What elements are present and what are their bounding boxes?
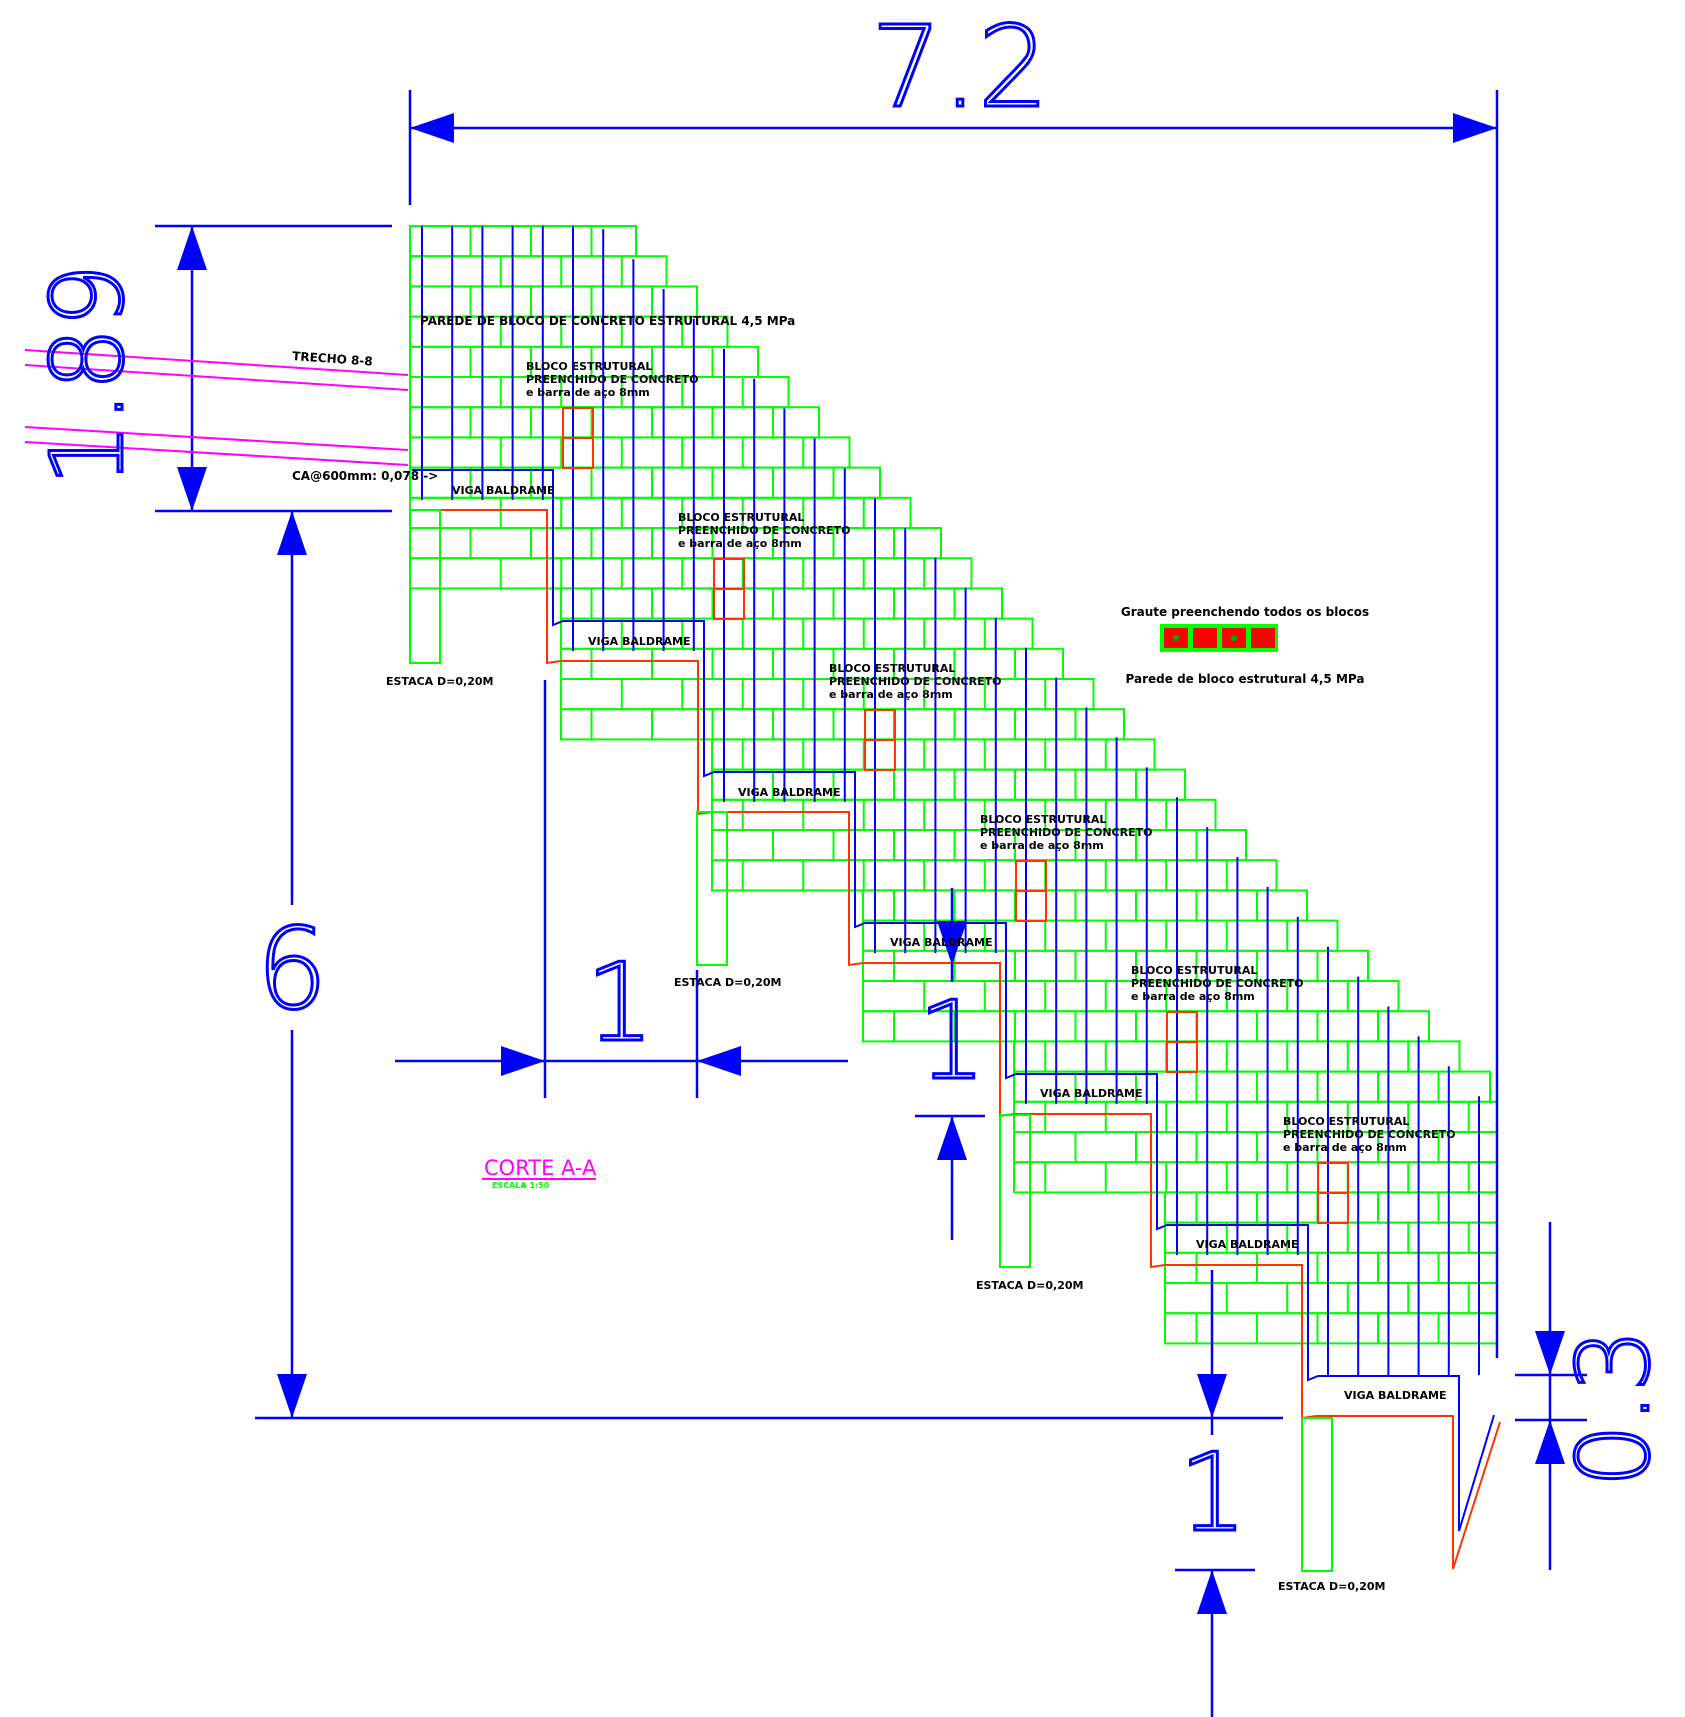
svg-text:PREENCHIDO DE CONCRETO: PREENCHIDO DE CONCRETO [980,826,1152,839]
block-course [1164,1251,1498,1285]
svg-text:BLOCO ESTRUTURAL: BLOCO ESTRUTURAL [980,813,1106,826]
viga-label: VIGA BALDRAME [890,936,992,949]
estaca-pile [696,811,728,966]
svg-text:BLOCO ESTRUTURAL: BLOCO ESTRUTURAL [526,360,652,373]
svg-text:PREENCHIDO DE CONCRETO: PREENCHIDO DE CONCRETO [829,675,1001,688]
svg-text:PREENCHIDO DE CONCRETO: PREENCHIDO DE CONCRETO [526,373,698,386]
grouted-cells-layer [562,407,1349,1224]
svg-text:BLOCO ESTRUTURAL: BLOCO ESTRUTURAL [678,511,804,524]
dim-top-arrow-right [1453,113,1497,143]
section-title: CORTE A-A [484,1156,597,1180]
block-course [1164,1312,1498,1345]
bloco-callout: BLOCO ESTRUTURAL PREENCHIDO DE CONCRETO … [526,360,698,399]
dim-left-big-arrow-up [277,511,307,555]
pile-layer [409,509,1333,1572]
estaca-label: ESTACA D=0,20M [1278,1580,1385,1593]
dim-b-arrow-bottom [1197,1570,1227,1614]
dim-top-arrow-left [410,113,454,143]
block-course [409,557,973,590]
dim-r-arrow-bottom [1535,1420,1565,1464]
estaca-pile [1301,1417,1333,1572]
block-course [409,527,942,560]
estaca-pile [999,1114,1031,1268]
terrain-line [24,441,409,466]
block-course [409,225,637,258]
svg-text:BLOCO ESTRUTURAL: BLOCO ESTRUTURAL [1131,964,1257,977]
dim-horizontal-step-label: 1 [586,941,655,1066]
svg-text:PREENCHIDO DE CONCRETO: PREENCHIDO DE CONCRETO [1131,977,1303,990]
viga-label: VIGA BALDRAME [452,484,554,497]
dim-h-arrow-right [697,1046,741,1076]
dim-r-arrow-top [1535,1331,1565,1375]
bloco-callout: BLOCO ESTRUTURAL PREENCHIDO DE CONCRETO … [1283,1115,1455,1154]
dim-v-arrow-top [937,921,967,965]
svg-text:BLOCO ESTRUTURAL: BLOCO ESTRUTURAL [1283,1115,1409,1128]
estaca-label: ESTACA D=0,20M [976,1279,1083,1292]
dim-left-small-arrow-down [177,467,207,511]
dim-vertical-step-label: 1 [918,979,987,1104]
block-course [409,255,668,288]
legend-grout-label: Graute preenchendo todos os blocos [1121,605,1369,619]
svg-text:e barra de aço 8mm: e barra de aço 8mm [1131,990,1255,1003]
viga-baldrame-outline [412,469,1495,1532]
dim-v-arrow-bottom [937,1116,967,1160]
svg-text:PREENCHIDO DE CONCRETO: PREENCHIDO DE CONCRETO [1283,1128,1455,1141]
wall-title: PAREDE DE BLOCO DE CONCRETO ESTRUTURAL 4… [420,314,795,328]
estaca-pile [409,509,441,664]
viga-label: VIGA BALDRAME [738,786,840,799]
block-course [560,708,1125,741]
block-course [862,889,1308,922]
bloco-callout: BLOCO ESTRUTURAL PREENCHIDO DE CONCRETO … [1131,964,1303,1003]
bloco-callout: BLOCO ESTRUTURAL PREENCHIDO DE CONCRETO … [829,662,1001,701]
dim-left-big-label: 6 [256,905,327,1035]
terrain-line [24,426,409,451]
bloco-callout: BLOCO ESTRUTURAL PREENCHIDO DE CONCRETO … [980,813,1152,852]
viga-label: VIGA BALDRAME [588,635,690,648]
dim-left-small-arrow-up [177,226,207,270]
dim-left-small-label: 1.89 [29,264,146,487]
dim-bottom-small-label: 1 [1179,1431,1248,1556]
block-course [1164,1282,1498,1315]
legend-wall-label: Parede de bloco estrutural 4,5 MPa [1126,672,1365,686]
viga-label: VIGA BALDRAME [1344,1389,1446,1402]
block-course [711,829,1247,862]
svg-text:e barra de aço 8mm: e barra de aço 8mm [829,688,953,701]
section-scale: ESCALA 1:50 [492,1181,550,1190]
dim-b-arrow-top [1197,1374,1227,1418]
viga-label: VIGA BALDRAME [1196,1238,1298,1251]
block-course [1013,1161,1498,1194]
svg-text:e barra de aço 8mm: e barra de aço 8mm [526,386,650,399]
block-course [711,859,1278,892]
block-course [711,738,1156,771]
block-wall-layer [409,225,1498,1345]
dimension-layer [155,90,1587,1717]
trecho-label: TRECHO 8-8 [292,349,373,369]
svg-text:PREENCHIDO DE CONCRETO: PREENCHIDO DE CONCRETO [678,524,850,537]
dim-left-big-arrow-down [277,1374,307,1418]
estaca-label: ESTACA D=0,20M [674,976,781,989]
dim-h-arrow-left [501,1046,545,1076]
svg-text:e barra de aço 8mm: e barra de aço 8mm [1283,1141,1407,1154]
dim-right-small-label: 0.3 [1555,1328,1672,1487]
block-course [1164,1191,1498,1224]
bloco-callout: BLOCO ESTRUTURAL PREENCHIDO DE CONCRETO … [678,511,850,550]
svg-text:e barra de aço 8mm: e barra de aço 8mm [980,839,1104,852]
viga-label: VIGA BALDRAME [1040,1087,1142,1100]
block-course [560,678,1095,711]
svg-text:e barra de aço 8mm: e barra de aço 8mm [678,537,802,550]
svg-text:BLOCO ESTRUTURAL: BLOCO ESTRUTURAL [829,662,955,675]
vertical-rebar-layer [421,226,1480,1375]
dim-top-label: 7.2 [871,3,1049,133]
estaca-label: ESTACA D=0,20M [386,675,493,688]
legend-grout-swatch [1160,624,1278,652]
ca-label: CA@600mm: 0,078 -> [292,469,438,483]
terrain-line [24,349,409,376]
terrain-lines [24,349,409,466]
terrain-line [24,364,409,391]
